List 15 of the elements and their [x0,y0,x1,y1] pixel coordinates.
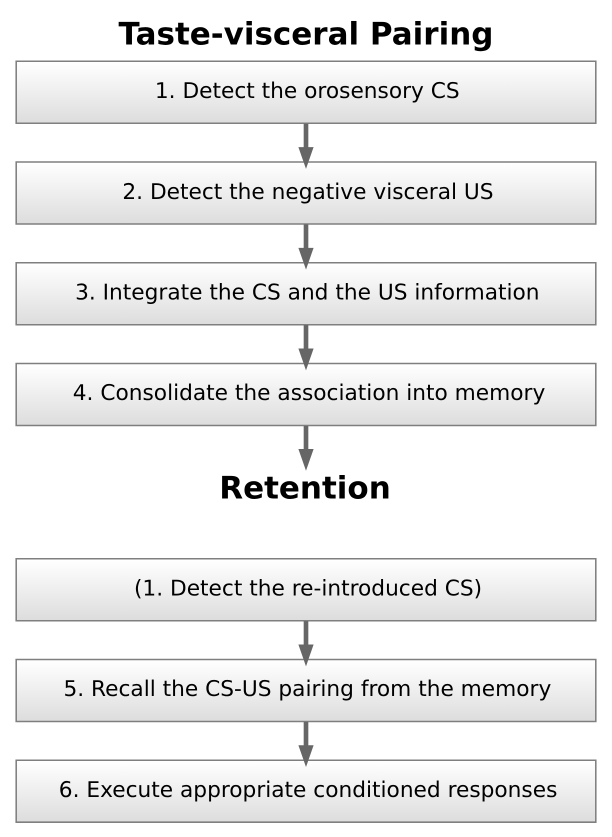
arrow [298,621,314,666]
arrow [298,722,314,768]
node-box: 3. Integrate the CS and the US information [15,262,597,326]
node-box: (1. Detect the re-introduced CS) [15,558,597,622]
arrow [298,325,314,370]
arrow [298,124,314,169]
node-box: 1. Detect the orosensory CS [15,60,597,124]
arrow [298,426,314,471]
node-box: 4. Consolidate the association into memory [15,362,597,426]
arrow [298,224,314,270]
node-box: 2. Detect the negative visceral US [15,161,597,225]
diagram-title: Taste-visceral Pairing [118,16,494,52]
node-text: Retention [219,470,391,506]
node-box: 6. Execute appropriate conditioned responses [15,759,597,823]
node-box: 5. Recall the CS-US pairing from the memory [15,658,597,722]
